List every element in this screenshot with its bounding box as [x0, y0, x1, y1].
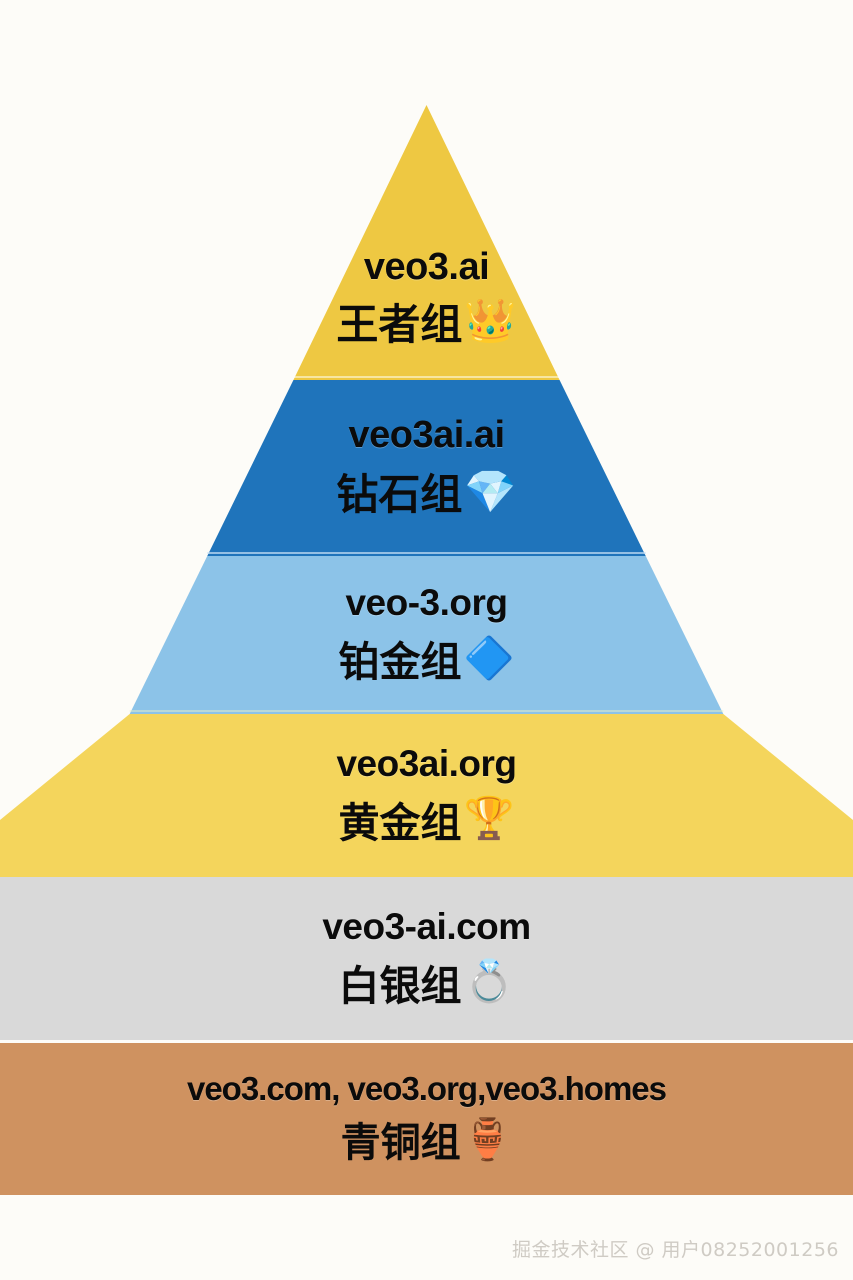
pyramid-tier-4-gold: veo3ai.org 黄金组 🏆: [0, 714, 853, 877]
tier-3-rank-text: 铂金组: [338, 639, 462, 685]
crown-icon: 👑: [464, 296, 517, 345]
pyramid-tier-2-diamond: veo3ai.ai 钻石组 💎: [207, 380, 646, 556]
tier-6-domain-label: veo3.com, veo3.org,veo3.homes: [186, 1070, 667, 1107]
tier-6-rank-text: 青铜组: [340, 1121, 461, 1165]
pyramid-tier-1-king: veo3.ai 王者组 👑: [293, 105, 560, 380]
amphora-icon: 🏺: [462, 1116, 513, 1163]
tier-6-rank-label: 青铜组 🏺: [341, 1110, 513, 1168]
tier-4-domain-label: veo3ai.org: [336, 742, 517, 784]
trophy-icon: 🏆: [463, 794, 515, 842]
pyramid-tier-6-bronze: veo3.com, veo3.org,veo3.homes 青铜组 🏺: [0, 1040, 853, 1195]
tier-5-domain-label: veo3-ai.com: [322, 905, 531, 947]
tier-5-rank-label: 白银组 💍: [338, 952, 514, 1012]
tier-3-rank-label: 铂金组 🔷: [338, 628, 514, 688]
tier-5-rank-text: 白银组: [338, 962, 462, 1009]
tier-3-domain-label: veo-3.org: [345, 582, 508, 623]
tier-1-text-group: veo3.ai 王者组 👑: [336, 246, 516, 352]
tier-2-domain-label: veo3ai.ai: [348, 414, 505, 456]
tier-2-rank-text: 钻石组: [336, 471, 463, 518]
tier-4-rank-text: 黄金组: [338, 799, 462, 846]
tier-1-rank-label: 王者组 👑: [336, 291, 516, 352]
large-blue-diamond-icon: 🔷: [463, 633, 515, 682]
tier-4-rank-label: 黄金组 🏆: [338, 789, 514, 849]
watermark-text: 掘金技术社区 @ 用户08252001256: [511, 1239, 839, 1261]
gem-stone-icon: 💎: [464, 466, 517, 516]
tier-1-rank-text: 王者组: [336, 300, 463, 348]
pyramid-tier-5-silver: veo3-ai.com 白银组 💍: [0, 877, 853, 1040]
ring-icon: 💍: [463, 957, 515, 1005]
tier-2-rank-label: 钻石组 💎: [336, 461, 516, 522]
tier-1-domain-label: veo3.ai: [363, 245, 490, 288]
pyramid-tier-3-platinum: veo-3.org 铂金组 🔷: [129, 556, 724, 714]
